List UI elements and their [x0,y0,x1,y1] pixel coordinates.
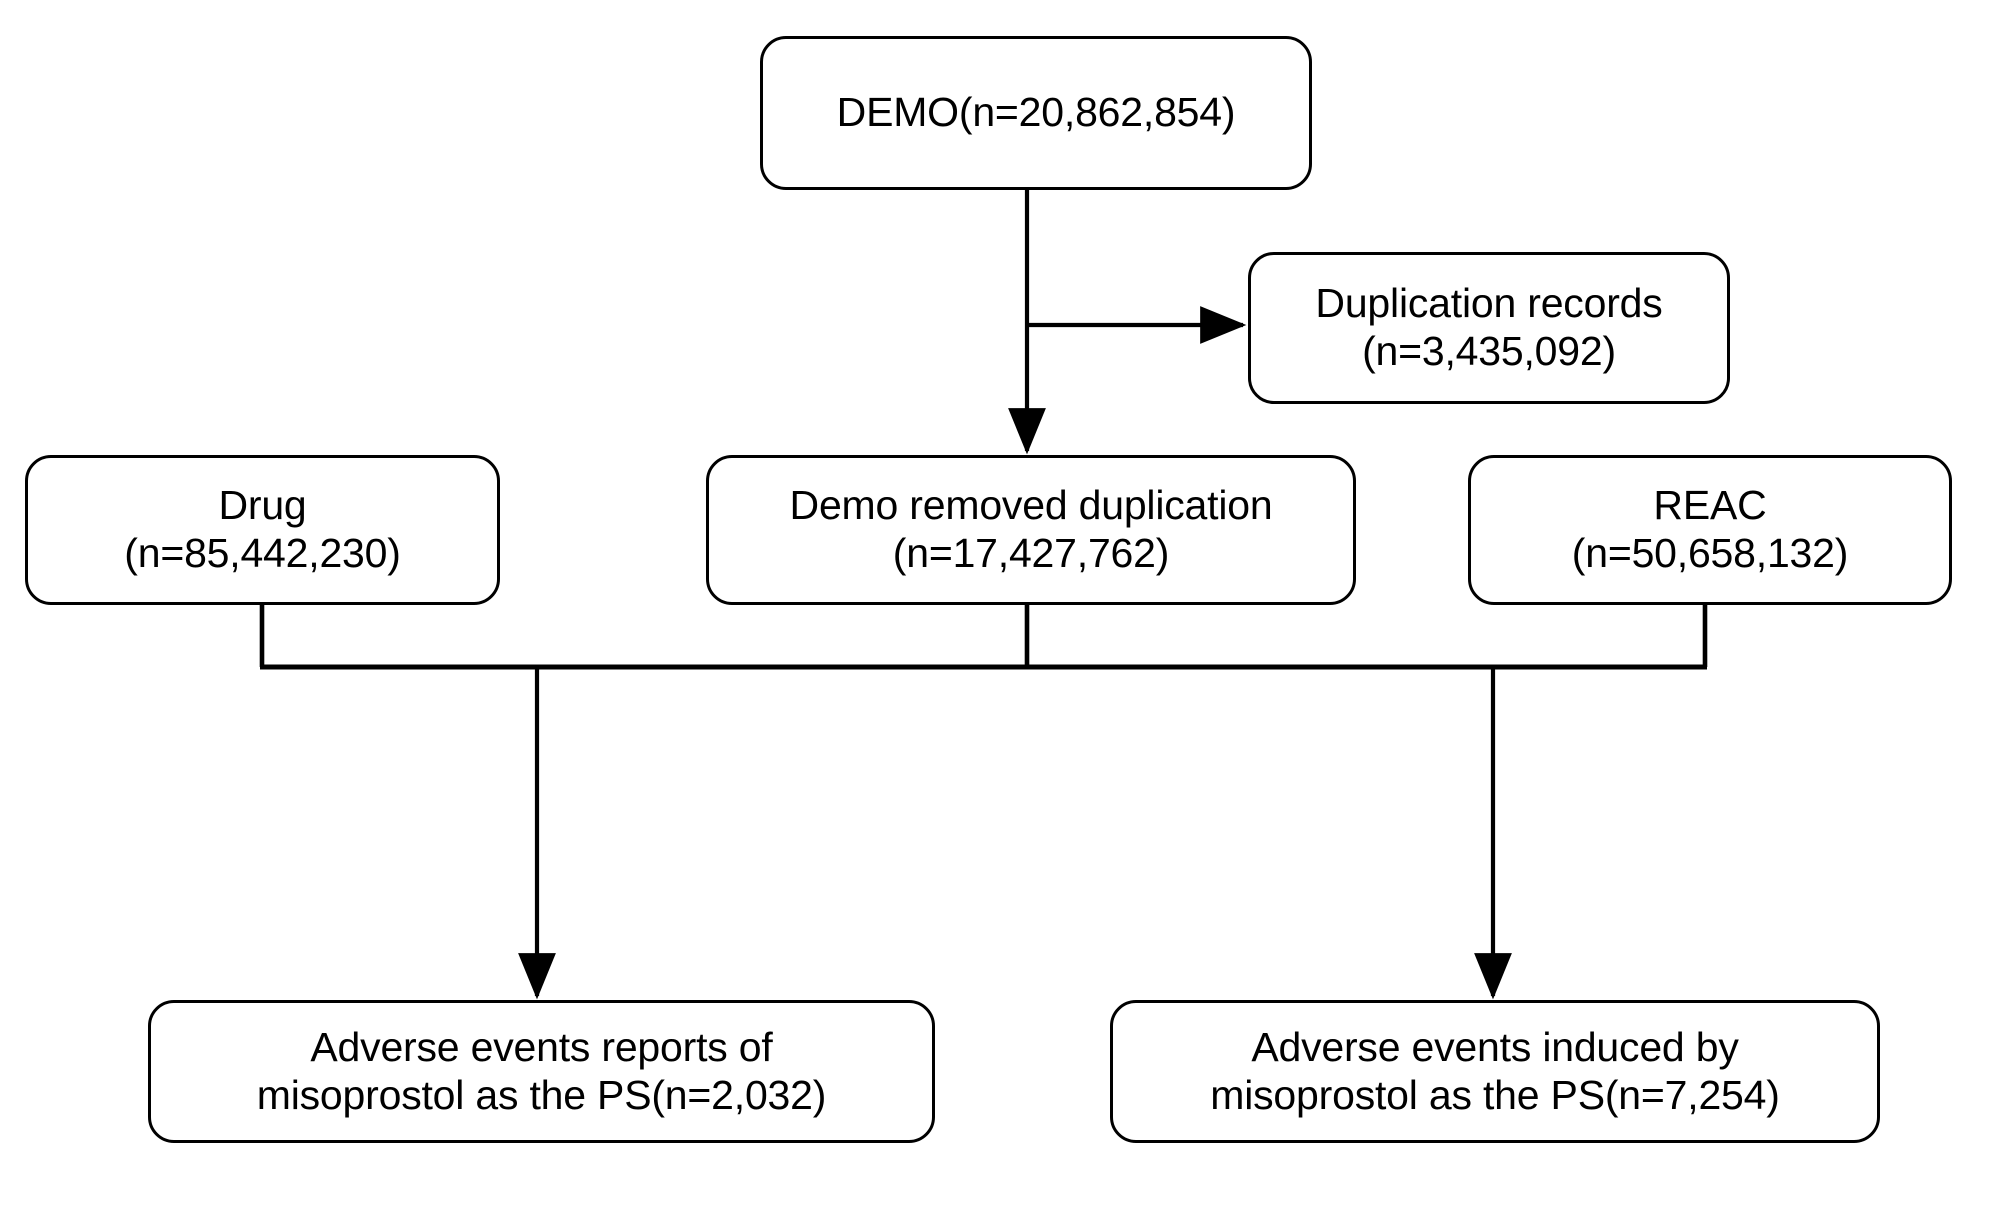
node-adverse-events-reports: Adverse events reports of misoprostol as… [148,1000,935,1143]
node-drug: Drug (n=85,442,230) [25,455,500,605]
node-demo-removed-duplication: Demo removed duplication (n=17,427,762) [706,455,1356,605]
node-demo: DEMO(n=20,862,854) [760,36,1312,190]
node-duplication-records: Duplication records (n=3,435,092) [1248,252,1730,404]
node-reac: REAC (n=50,658,132) [1468,455,1952,605]
node-adverse-events-induced: Adverse events induced by misoprostol as… [1110,1000,1880,1143]
